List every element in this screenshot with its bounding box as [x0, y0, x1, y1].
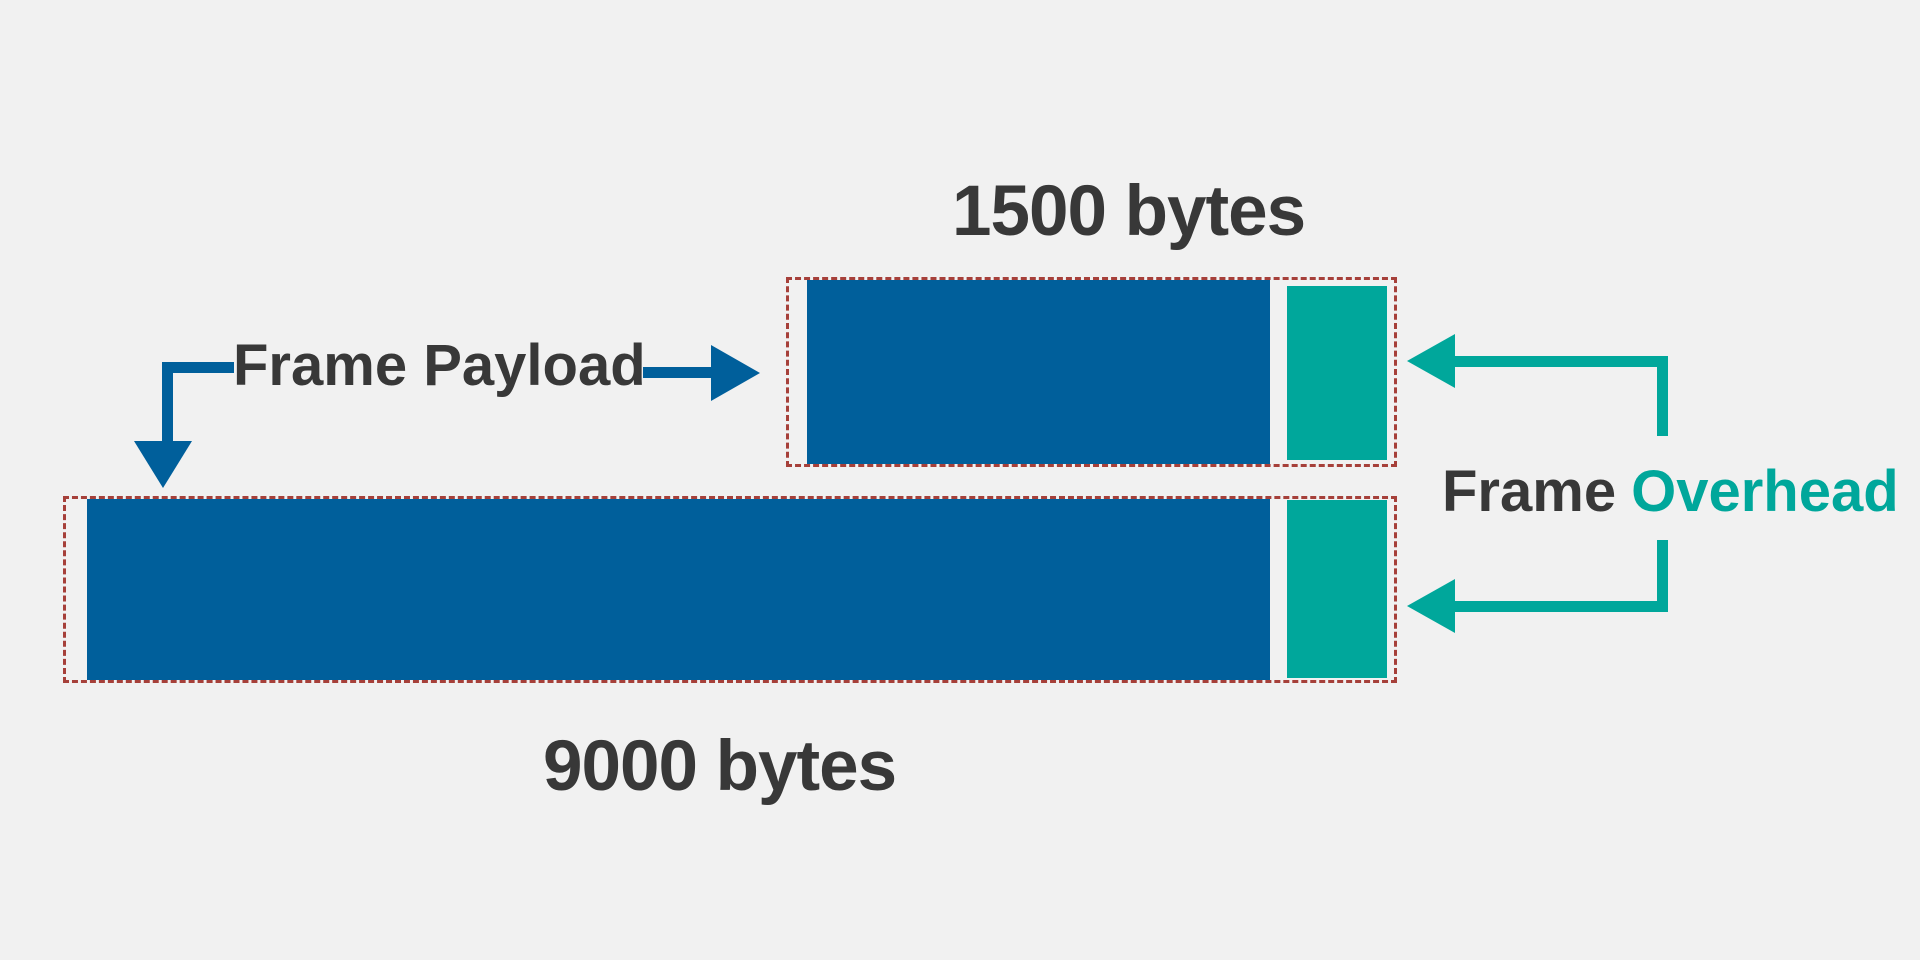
- overhead-bracket-vseg-bottom: [1657, 540, 1668, 612]
- small-frame-outline: [786, 277, 1397, 467]
- overhead-arrow-top-shaft: [1455, 356, 1668, 367]
- overhead-label-prefix: Frame: [1442, 459, 1617, 524]
- overhead-label-highlight: Overhead: [1631, 459, 1899, 524]
- overhead-bracket-vseg-top: [1657, 356, 1668, 436]
- payload-arrow-down-icon: [134, 441, 192, 488]
- payload-arrow-right-icon: [711, 345, 760, 401]
- small-frame-size-label: 1500 bytes: [952, 172, 1306, 251]
- payload-label: Frame Payload: [233, 333, 646, 398]
- large-frame-payload-bar: [87, 499, 1270, 680]
- overhead-arrow-bottom-icon: [1407, 579, 1455, 633]
- payload-arrow-down-hseg: [162, 362, 234, 373]
- large-frame-size-label: 9000 bytes: [543, 727, 897, 806]
- overhead-arrow-top-icon: [1407, 334, 1455, 388]
- large-frame-outline: [63, 496, 1397, 683]
- small-frame-overhead-bar: [1287, 286, 1387, 460]
- overhead-arrow-bottom-shaft: [1455, 601, 1668, 612]
- payload-arrow-right-shaft: [643, 367, 713, 378]
- large-frame-overhead-bar: [1287, 500, 1387, 678]
- small-frame-payload-bar: [807, 280, 1270, 464]
- payload-arrow-down-vseg: [162, 362, 173, 442]
